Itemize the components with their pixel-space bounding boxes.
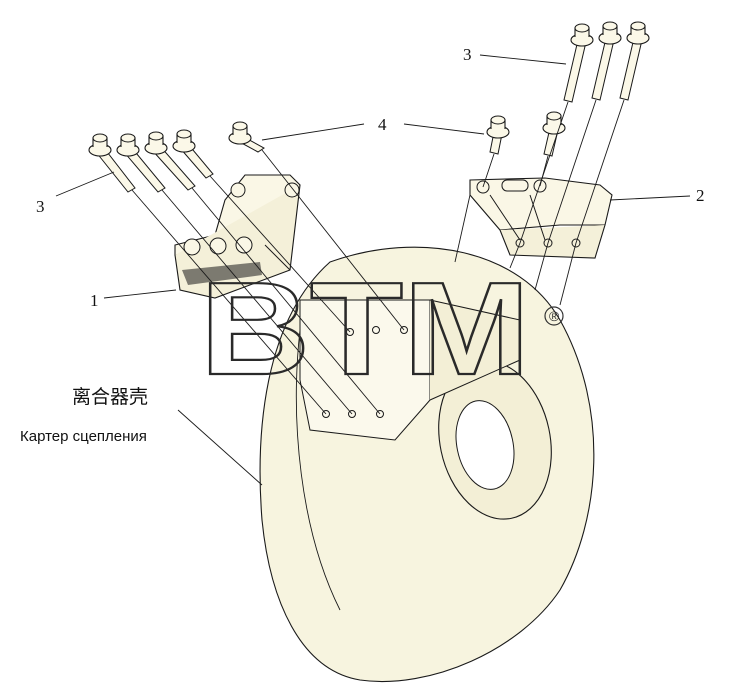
label-part-3-right: 3 [463,45,472,64]
bolts-right [486,21,650,157]
bracket-left [174,174,301,299]
registered-circle-icon [544,306,564,326]
bolts-left [88,121,265,193]
watermark: BTM ® [199,254,564,403]
watermark-text: BTM [200,255,530,402]
label-part-4: 4 [378,115,387,134]
clutch-housing [259,246,595,683]
watermark-registered-mark: ® [549,308,560,324]
label-part-2: 2 [696,186,705,205]
label-housing-cn: 离合器壳 [72,386,148,408]
label-housing-ru: Картер сцепления [20,428,147,445]
leader-lines [55,54,691,486]
assembly-lines [131,99,625,415]
bracket-right [469,177,613,259]
label-part-1: 1 [90,291,99,310]
label-part-3-left: 3 [36,197,45,216]
